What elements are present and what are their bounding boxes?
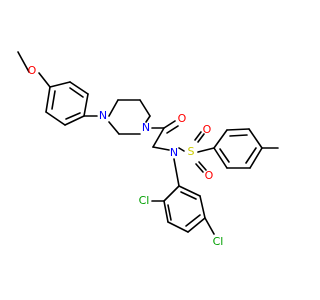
sulfur-label: S xyxy=(188,145,195,158)
molecule-diagram: O N N O N S O O Cl Cl xyxy=(17,51,279,248)
methoxy-oxygen-label: O xyxy=(28,64,37,77)
piperazine-nitrogen-left-label: N xyxy=(99,109,107,122)
sulfonyl-oxygen-bottom-label: O xyxy=(205,169,214,182)
bond-layer xyxy=(17,51,279,235)
atom-label-layer: O N N O N S O O Cl Cl xyxy=(28,64,224,248)
chlorine-meta-label: Cl xyxy=(213,235,224,248)
sulfonamide-nitrogen-label: N xyxy=(170,146,178,159)
carbonyl-oxygen-label: O xyxy=(178,112,187,125)
structure-svg: O N N O N S O O Cl Cl xyxy=(17,51,279,248)
chlorine-ortho-label: Cl xyxy=(139,194,150,207)
sulfonyl-oxygen-top-label: O xyxy=(203,123,212,136)
piperazine-nitrogen-right-label: N xyxy=(142,121,150,134)
